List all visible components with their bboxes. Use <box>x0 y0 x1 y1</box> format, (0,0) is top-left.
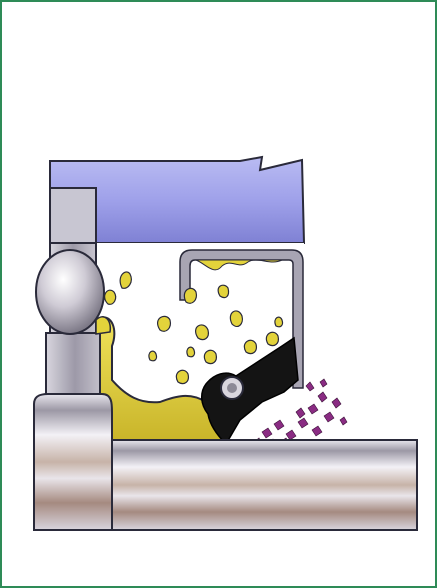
shaft <box>96 440 417 530</box>
bearing-ball <box>36 250 104 334</box>
garter-spring-center <box>227 383 237 393</box>
shaft-shoulder <box>34 394 112 530</box>
housing-step <box>50 188 96 243</box>
lubricant-film <box>96 317 110 334</box>
bearing-inner-race <box>46 333 104 396</box>
